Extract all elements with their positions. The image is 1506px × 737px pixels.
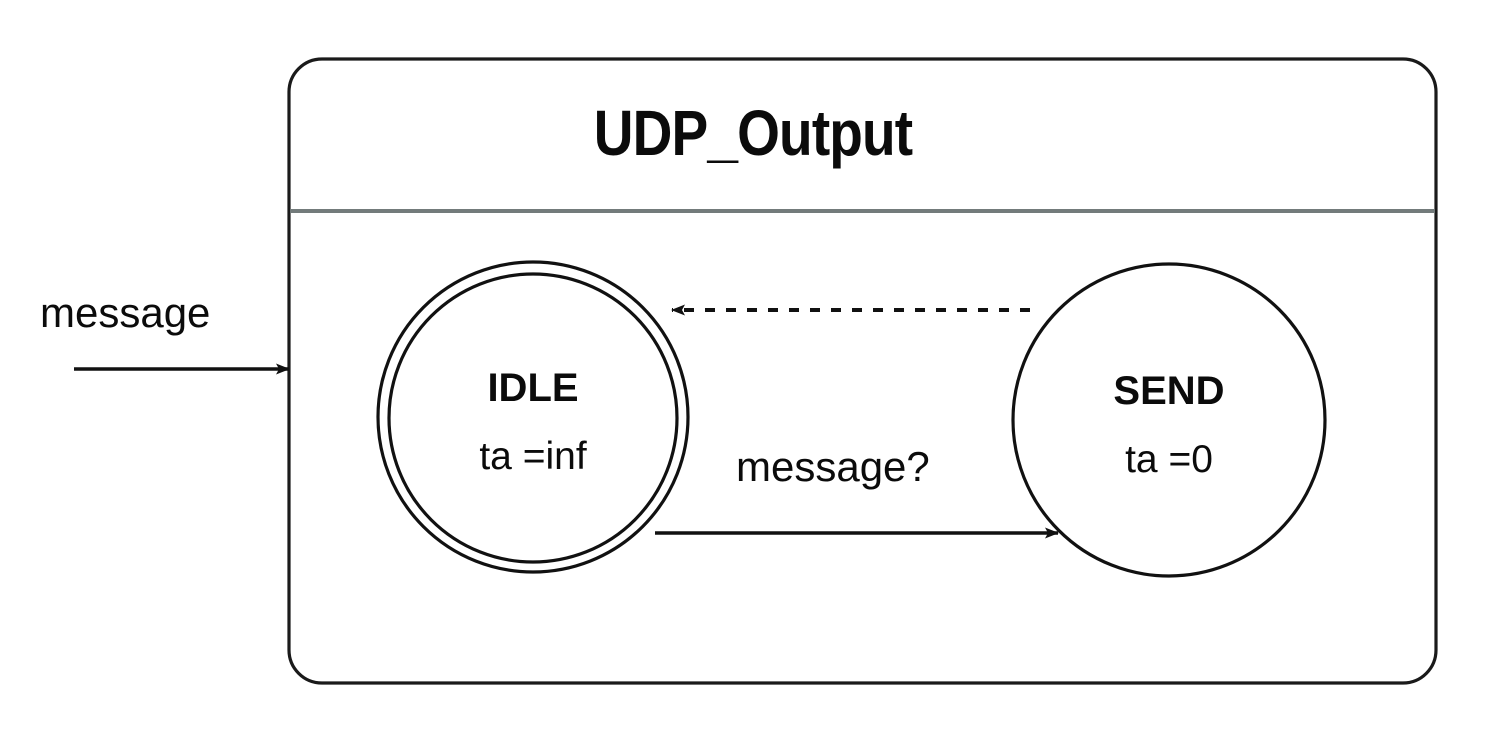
state-idle-inner-circle — [387, 272, 679, 564]
transition-label-message-query: message? — [736, 443, 930, 490]
state-ta-send: ta =0 — [1125, 438, 1213, 481]
state-ta-idle: ta =inf — [479, 435, 587, 478]
model-title: UDP_Output — [593, 97, 913, 169]
state-label-idle: IDLE — [487, 366, 579, 410]
input-port-label-message: message — [40, 289, 211, 336]
state-label-send: SEND — [1113, 369, 1225, 413]
state-send-circle — [1011, 262, 1327, 578]
